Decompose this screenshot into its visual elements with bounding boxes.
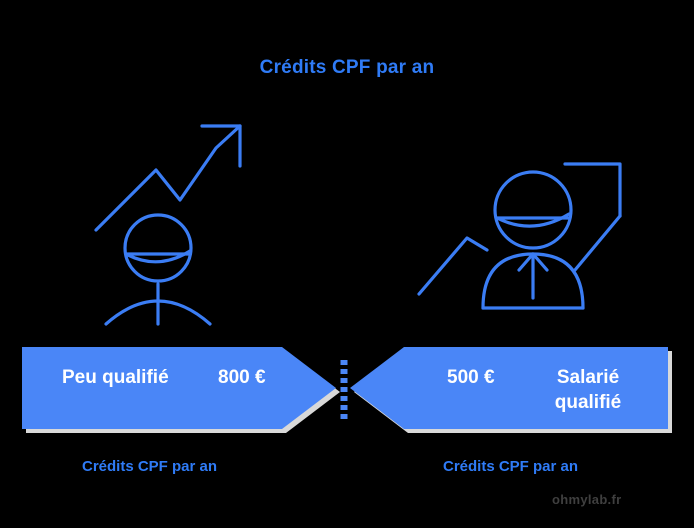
left-arrow-shape (22, 347, 336, 429)
right-illustration (415, 138, 630, 316)
right-arrow-shape (350, 347, 668, 429)
person-with-rising-arrow-icon (94, 124, 242, 326)
page-title: Crédits CPF par an (259, 57, 435, 78)
right-arrow-label: Salarié qualifié (554, 367, 622, 413)
right-caption: Crédits CPF par an (443, 458, 579, 475)
person-with-rising-arrow-icon (417, 162, 622, 310)
watermark-text: ohmylab.fr (552, 492, 622, 507)
left-arrow-value: 800 € (218, 367, 266, 388)
left-arrow-label: Peu qualifié (62, 367, 169, 388)
left-caption: Crédits CPF par an (82, 458, 218, 475)
left-illustration (88, 108, 278, 338)
arrow-band (0, 340, 694, 444)
right-arrow-value: 500 € (447, 367, 495, 388)
